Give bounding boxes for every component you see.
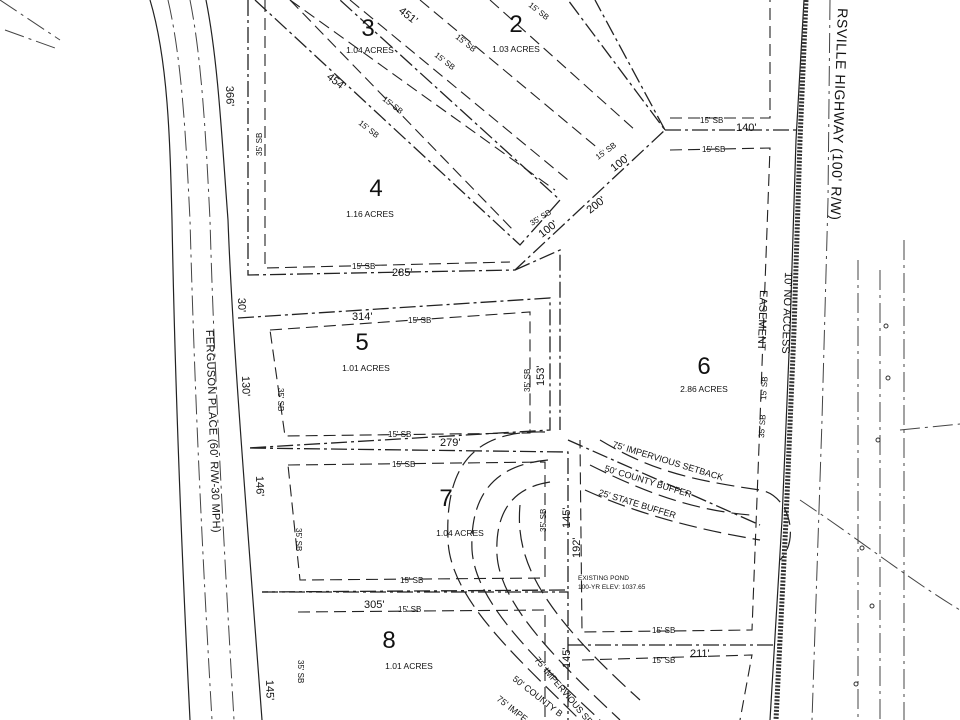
lot-3-acres: 1.04 ACRES	[346, 45, 394, 55]
dim-192: 192'	[571, 538, 583, 558]
sb-label: 15' SB	[700, 116, 723, 125]
setback-lines	[264, 0, 771, 720]
highway-label: RSVILLE HIGHWAY (100' R/W)	[828, 8, 851, 221]
easement-label-line1: 10' NO ACCESS	[779, 272, 794, 354]
side-sb-label: 35' SB	[255, 133, 264, 156]
dim-285: 285'	[392, 267, 412, 279]
dim-30: 30'	[235, 298, 247, 313]
lot-7-acres: 1.04 ACRES	[436, 528, 484, 538]
pond-name: EXISTING POND	[578, 575, 629, 582]
sb-label: 15' SB	[433, 50, 457, 71]
sb-label: 15' SB	[388, 430, 411, 439]
sb-label: 15' SB	[392, 460, 415, 469]
sb-label: 15' SB	[759, 376, 770, 400]
dim-130: 130'	[239, 376, 252, 397]
dim-305: 305'	[364, 599, 384, 611]
lot-8-acres: 1.01 ACRES	[385, 661, 433, 671]
side-sb-label: 35' SB	[276, 388, 285, 411]
sb-label: 15' SB	[702, 145, 725, 154]
lot-8-number: 8	[382, 627, 395, 654]
easement-label-line2: EASEMENT	[755, 290, 769, 351]
dimension-labels: 451' 454' 366' 140' 100' 200' 100' 285' …	[223, 5, 756, 701]
dim-140: 140'	[736, 122, 756, 134]
sb-label: 15' SB	[652, 626, 675, 635]
lot-5-number: 5	[355, 329, 368, 356]
lot-2-number: 2	[509, 11, 522, 38]
side-sb-label: 35' SB	[296, 660, 305, 683]
sb-label: 15' SB	[398, 605, 421, 614]
highway-right-of-way	[769, 0, 960, 720]
dim-146: 146'	[253, 476, 266, 497]
dim-211: 211'	[690, 648, 710, 660]
lot-4-number: 4	[369, 175, 382, 202]
side-sb-label: 35' SB	[757, 414, 768, 438]
lot-2-acres: 1.03 ACRES	[492, 44, 540, 54]
sb-label: 15' SB	[352, 262, 375, 271]
lot-6-acres: 2.86 ACRES	[680, 384, 728, 394]
pond-elevation: 100-YR ELEV: 1037.65	[578, 584, 646, 591]
sb-label: 15' SB	[454, 32, 478, 53]
sb-label: 15' SB	[594, 141, 618, 162]
ferguson-place-label: FERGUSON PLACE (60' R/W-30 MPH)	[203, 330, 222, 533]
dim-153: 153'	[535, 366, 547, 386]
dim-279: 279'	[440, 437, 460, 449]
state-buffer-label: 25' STATE BUFFER	[597, 487, 677, 520]
pond-buffers	[447, 431, 791, 720]
dim-145-c: 145'	[263, 680, 276, 701]
impervious-bottom-label: 75' IMPE	[495, 694, 530, 720]
sb-label: 15' SB	[527, 0, 551, 21]
side-sb-label: 35' SB	[539, 509, 548, 532]
dim-200: 200'	[584, 194, 608, 216]
dim-454: 454'	[324, 71, 348, 93]
lot-5-acres: 1.01 ACRES	[342, 363, 390, 373]
property-lines	[237, 0, 800, 720]
dim-145-b: 145'	[561, 648, 573, 668]
side-sb-label: 35' SB	[523, 369, 532, 392]
dim-314: 314'	[352, 311, 372, 323]
dim-145-a: 145'	[561, 508, 573, 528]
lot-6-number: 6	[697, 353, 710, 380]
lot-4-acres: 1.16 ACRES	[346, 209, 394, 219]
lot-7-number: 7	[439, 485, 452, 512]
dim-366: 366'	[223, 86, 236, 107]
lot-labels: 2 1.03 ACRES 3 1.04 ACRES 4 1.16 ACRES 5…	[342, 11, 728, 671]
setback-labels: 15' SB 15' SB 15' SB 15' SB 15' SB 15' S…	[352, 0, 770, 665]
sb-label: 15' SB	[408, 316, 431, 325]
side-setback-labels: 35' SB 35' SB 35' SB 35' SB 35' SB 35' S…	[255, 133, 768, 684]
ferguson-place-road	[0, 0, 263, 720]
sb-label: 15' SB	[400, 576, 423, 585]
sb-label: 15' SB	[381, 94, 405, 115]
dim-451: 451'	[396, 5, 420, 27]
highway-marks	[853, 323, 891, 687]
side-sb-label: 35' SB	[294, 528, 303, 551]
sb-label: 15' SB	[652, 656, 675, 665]
sb-label: 15' SB	[357, 118, 381, 139]
lot-3-number: 3	[361, 15, 374, 42]
